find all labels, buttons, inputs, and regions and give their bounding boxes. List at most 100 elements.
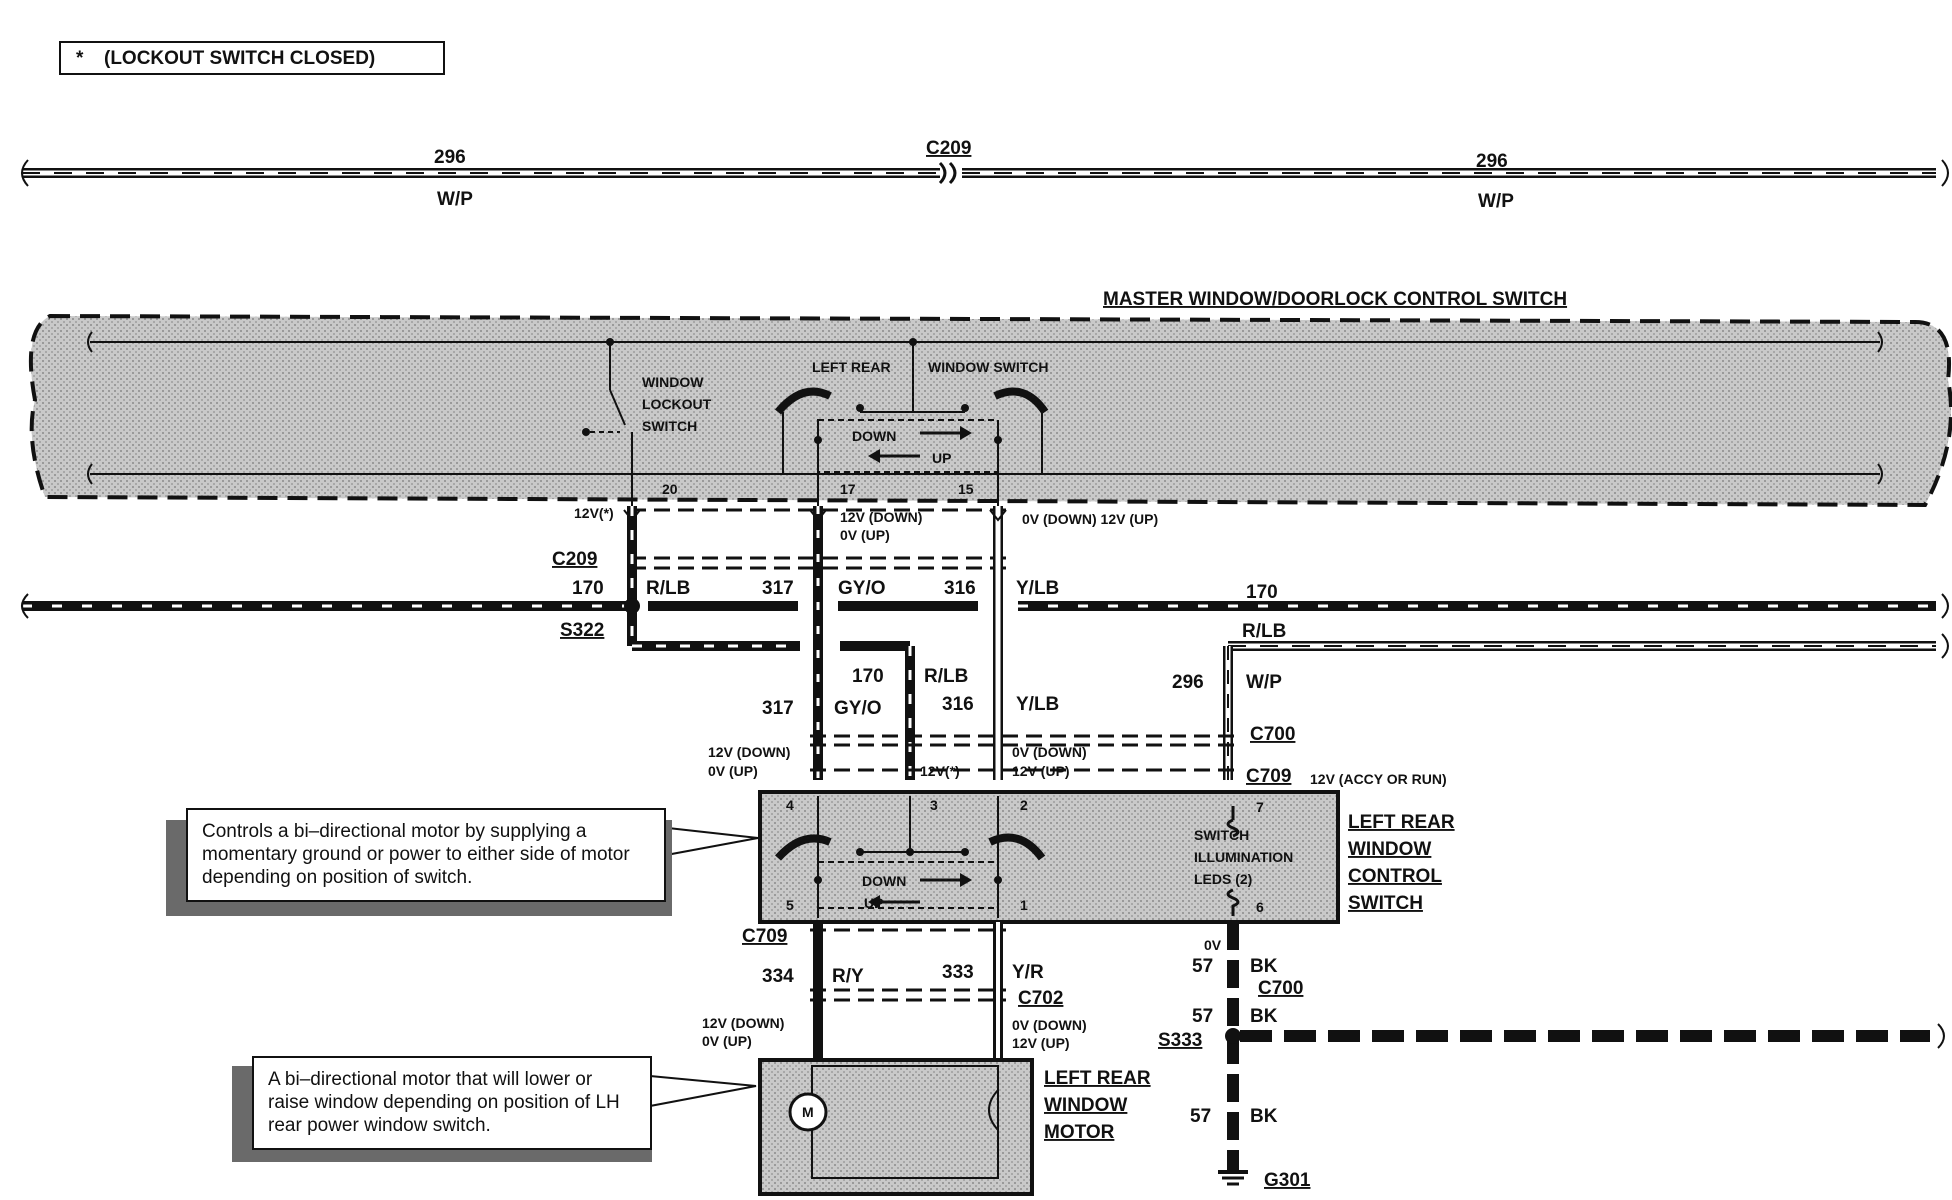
legend-box: * (LOCKOUT SWITCH CLOSED): [59, 41, 445, 75]
label-57-c: 57: [1190, 1106, 1211, 1127]
volt-lower-right-up: 12V (UP): [1012, 763, 1070, 779]
top-connector-c209: C209: [926, 138, 971, 159]
illum-label-3: LEDS (2): [1194, 871, 1252, 887]
volt-lower-mid: 12V(*): [920, 763, 960, 779]
label-ylb-upper: Y/LB: [1016, 578, 1059, 599]
label-bk-c: BK: [1250, 1106, 1278, 1127]
lr-pin-5: 5: [786, 897, 794, 913]
volt-mid-down: 12V (DOWN): [840, 509, 922, 525]
lr-pin-1: 1: [1020, 897, 1028, 913]
illum-label-2: ILLUMINATION: [1194, 849, 1293, 865]
volt-lockout: 12V(*): [574, 505, 614, 521]
master-switch-title: MASTER WINDOW/DOORLOCK CONTROL SWITCH: [1103, 289, 1567, 310]
volt-motor-right-up: 12V (UP): [1012, 1035, 1070, 1051]
label-57-a: 57: [1192, 956, 1213, 977]
c209-connector-upper: [630, 508, 1006, 570]
label-c702: C702: [1018, 988, 1063, 1009]
bus-170: [21, 593, 1949, 619]
legend-text: (LOCKOUT SWITCH CLOSED): [104, 48, 375, 69]
wire-316-vertical: [989, 506, 1007, 780]
label-rlb-branch: R/LB: [924, 666, 968, 687]
master-up-label: UP: [932, 450, 951, 466]
top-left-color: W/P: [437, 189, 473, 210]
legend-star: *: [76, 48, 84, 69]
callout-motor: A bi–directional motor that will lower o…: [252, 1056, 652, 1150]
lr-up-label: UP: [864, 895, 883, 911]
label-334: 334: [762, 966, 794, 987]
label-c700-upper: C700: [1250, 724, 1295, 745]
label-rlb-right: R/LB: [1242, 621, 1286, 642]
volt-motor-left-down: 12V (DOWN): [702, 1015, 784, 1031]
lr-down-label: DOWN: [862, 873, 906, 889]
label-gyo-upper: GY/O: [838, 578, 886, 599]
label-s333: S333: [1158, 1030, 1202, 1051]
lockout-label-2: LOCKOUT: [642, 396, 712, 412]
volt-motor-left-up: 0V (UP): [702, 1033, 752, 1049]
top-right-circuit: 296: [1476, 151, 1508, 172]
label-316-lower: 316: [942, 694, 974, 715]
lockout-label-1: WINDOW: [642, 374, 704, 390]
ground-wire-57: [1218, 922, 1945, 1186]
label-333: 333: [942, 962, 974, 983]
motor-symbol: M: [802, 1104, 814, 1120]
label-bk-b: BK: [1250, 1006, 1278, 1027]
volt-mid-up: 0V (UP): [840, 527, 890, 543]
label-170-branch: 170: [852, 666, 884, 687]
lr-window-motor: M: [758, 1058, 1034, 1196]
label-s322: S322: [560, 620, 604, 641]
label-g301: G301: [1264, 1170, 1311, 1191]
motor-title-3: MOTOR: [1044, 1122, 1115, 1143]
callout-switch: Controls a bi–directional motor by suppl…: [186, 808, 666, 902]
label-c709-lower: C709: [742, 926, 787, 947]
lockout-label-3: SWITCH: [642, 418, 697, 434]
master-down-label: DOWN: [852, 428, 896, 444]
label-rlb-left: R/LB: [646, 578, 690, 599]
window-switch-label: WINDOW SWITCH: [928, 359, 1049, 375]
motor-title-2: WINDOW: [1044, 1095, 1127, 1116]
top-right-color: W/P: [1478, 191, 1514, 212]
lr-switch-title-4: SWITCH: [1348, 893, 1423, 914]
lr-pin-3: 3: [930, 797, 938, 813]
label-ry: R/Y: [832, 966, 864, 987]
wire-317-vertical: [809, 506, 827, 780]
label-gyo-lower: GY/O: [834, 698, 882, 719]
motor-title-1: LEFT REAR: [1044, 1068, 1151, 1089]
volt-lower-right-down: 0V (DOWN): [1012, 744, 1087, 760]
lr-switch-title-1: LEFT REAR: [1348, 812, 1455, 833]
volt-ground: 0V: [1204, 937, 1222, 953]
label-c709-upper: C709: [1246, 766, 1291, 787]
wire-296-right: [1223, 633, 1949, 780]
wire-170-vertical: [623, 506, 800, 651]
label-317-upper: 317: [762, 578, 794, 599]
master-pin-17: 17: [840, 481, 856, 497]
volt-motor-right-down: 0V (DOWN): [1012, 1017, 1087, 1033]
master-pin-20: 20: [662, 481, 678, 497]
volt-accy: 12V (ACCY OR RUN): [1310, 771, 1447, 787]
master-switch: [28, 313, 1952, 508]
volt-lower-left-down: 12V (DOWN): [708, 744, 790, 760]
master-pin-15: 15: [958, 481, 974, 497]
lr-pin-4: 4: [786, 797, 794, 813]
lr-window-control-switch: [758, 790, 1340, 924]
illum-label-1: SWITCH: [1194, 827, 1249, 843]
left-rear-label: LEFT REAR: [812, 359, 891, 375]
label-57-b: 57: [1192, 1006, 1213, 1027]
label-316-upper: 316: [944, 578, 976, 599]
callout-motor-pointer: [649, 1074, 757, 1108]
top-left-circuit: 296: [434, 147, 466, 168]
label-170-left: 170: [572, 578, 604, 599]
lr-switch-title-2: WINDOW: [1348, 839, 1431, 860]
label-170-right: 170: [1246, 582, 1278, 603]
lr-pin-7: 7: [1256, 799, 1264, 815]
top-bus-wire: [21, 159, 1949, 187]
label-296: 296: [1172, 672, 1204, 693]
label-ylb-lower: Y/LB: [1016, 694, 1059, 715]
label-yr: Y/R: [1012, 962, 1044, 983]
lr-pin-6: 6: [1256, 899, 1264, 915]
label-c700-lower: C700: [1258, 978, 1303, 999]
lr-pin-2: 2: [1020, 797, 1028, 813]
label-317-lower: 317: [762, 698, 794, 719]
motor-feed-wires: [810, 922, 1006, 1058]
volt-lower-left-up: 0V (UP): [708, 763, 758, 779]
